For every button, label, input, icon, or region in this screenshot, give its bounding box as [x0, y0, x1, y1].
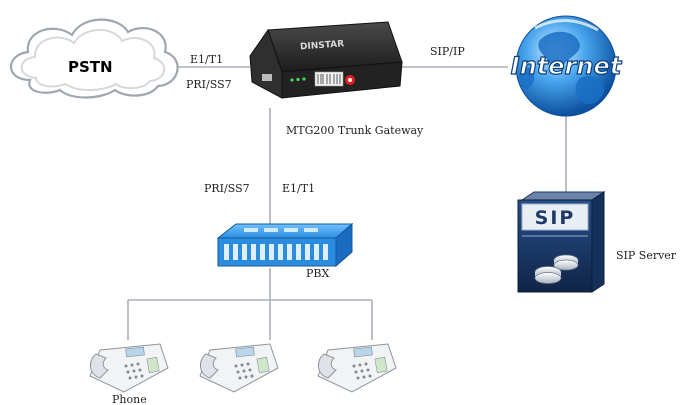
pbx-device [216, 222, 354, 268]
phone-label: Phone [112, 393, 147, 405]
sip-server [517, 191, 606, 293]
link-label-e1t1-top: E1/T1 [190, 53, 224, 66]
sip-badge-text: SIP [535, 207, 576, 229]
link-label-prissm7-pbx: PRI/SS7 [204, 182, 250, 195]
link-label-e1t1-pbx: E1/T1 [282, 182, 316, 195]
internet-label-text: Internet [511, 52, 623, 80]
link-label-prissm7-top: PRI/SS7 [186, 78, 232, 91]
sip-server-label: SIP Server [616, 249, 677, 262]
gateway-device [249, 21, 403, 99]
link-label-sip-ip: SIP/IP [430, 45, 465, 58]
gateway-caption: MTG200 Trunk Gateway [286, 124, 424, 137]
pstn-cloud [10, 18, 179, 99]
pbx-label: PBX [306, 267, 330, 280]
pstn-label: PSTN [68, 58, 113, 76]
connection-lines [127, 66, 567, 340]
phone-1 [89, 343, 169, 393]
phone-2 [199, 343, 279, 393]
phone-3 [317, 343, 397, 393]
internet-globe [515, 15, 617, 117]
gateway-brand-text: DINSTAR [300, 39, 345, 52]
